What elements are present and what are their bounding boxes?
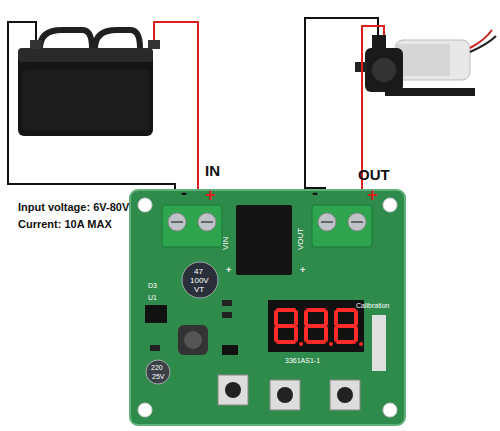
terminal-heading: IN xyxy=(205,163,220,178)
polarity-mark: + xyxy=(367,186,378,204)
capacitor-marking: VT xyxy=(194,286,204,294)
silk-label: Calibration xyxy=(356,302,389,309)
pcb-board xyxy=(130,190,405,425)
battery-picture xyxy=(18,30,160,136)
polarity-mark: - xyxy=(312,184,318,202)
silk-label: + xyxy=(226,266,231,275)
terminal-heading: OUT xyxy=(358,167,390,182)
capacitor-marking: 100V xyxy=(190,277,209,285)
spec-note: Current: 10A MAX xyxy=(18,219,112,230)
polarity-mark: + xyxy=(205,186,216,204)
silk-label: VOUT xyxy=(297,228,305,250)
wires xyxy=(8,18,384,212)
silk-label: VIN xyxy=(222,237,230,250)
silk-label: + xyxy=(300,266,305,275)
pump-picture xyxy=(355,30,496,96)
capacitor-marking: 25V xyxy=(152,373,164,380)
silk-label: U1 xyxy=(148,294,157,301)
spec-note: Input voltage: 6V-80V xyxy=(18,202,129,213)
capacitor-marking: 220 xyxy=(151,364,163,371)
silk-label: D3 xyxy=(148,282,157,289)
polarity-mark: - xyxy=(181,184,187,202)
capacitor-marking: 47 xyxy=(194,268,203,276)
part-number: 3361AS1-1 xyxy=(285,357,320,364)
